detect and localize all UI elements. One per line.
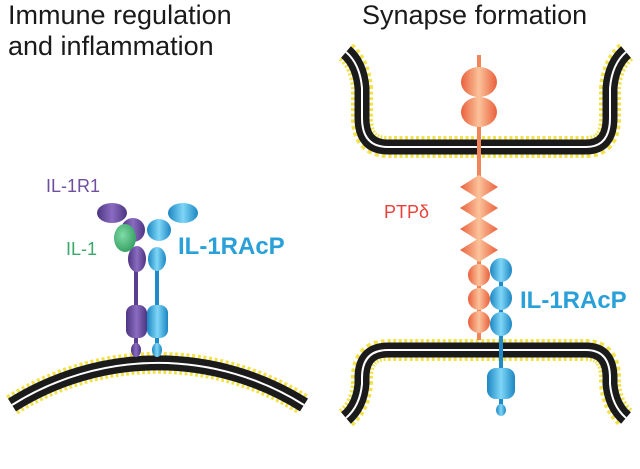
right-il1racp-label: IL-1RAcP — [520, 287, 627, 314]
right-panel-title: Synapse formation — [362, 0, 588, 30]
left-il1racp-label: IL-1RAcP — [178, 233, 285, 260]
il1-label: IL-1 — [66, 239, 98, 259]
postsynaptic-membrane — [338, 339, 634, 427]
left-panel-title: Immune regulation and inflammation — [8, 0, 232, 62]
il1-ligand — [114, 224, 136, 252]
left-il1racp — [147, 203, 198, 357]
left-title-line1: Immune regulation — [8, 0, 232, 30]
il1r1-label: IL-1R1 — [46, 176, 101, 196]
left-membrane — [6, 351, 310, 415]
ptpd-protein — [460, 55, 498, 340]
ptpd-label: PTPδ — [384, 202, 430, 222]
left-title-line2: and inflammation — [8, 31, 214, 61]
right-il1racp — [487, 258, 515, 416]
presynaptic-membrane — [338, 43, 634, 158]
